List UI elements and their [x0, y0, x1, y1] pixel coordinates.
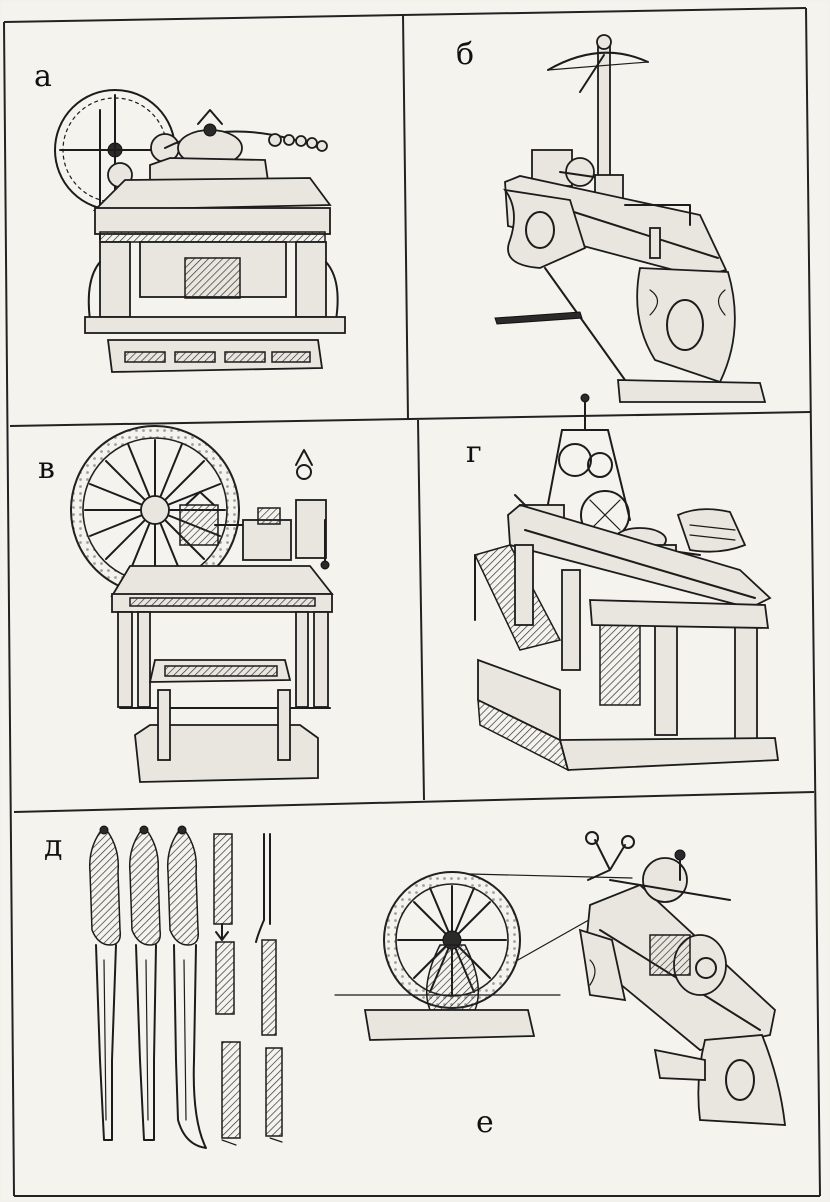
panel-label-d: д — [44, 829, 62, 864]
turning-tools-illustration — [88, 825, 283, 1149]
blade-profile-sections — [213, 833, 283, 1146]
turning-chisel-1 — [88, 825, 122, 1141]
lathe-g-illustration — [473, 393, 780, 772]
turning-gouge-3 — [166, 825, 207, 1149]
panel-e: е — [334, 831, 787, 1140]
panel-label-v: в — [38, 451, 55, 486]
lathe-e-illustration — [334, 831, 787, 1126]
panel-label-a: а — [34, 59, 52, 94]
panel-label-g: г — [466, 435, 482, 470]
panel-d: д — [44, 825, 283, 1149]
panel-label-b: б — [456, 37, 474, 72]
lathe-b-illustration — [494, 34, 767, 403]
panel-v: в — [38, 425, 334, 783]
turning-chisel-2 — [128, 825, 162, 1141]
spindle-beads — [268, 133, 328, 152]
panel-grid — [3, 7, 821, 1197]
panel-b: б — [456, 34, 767, 403]
panel-a: а — [34, 59, 346, 373]
panel-g: г — [466, 393, 780, 772]
panel-label-e: е — [476, 1105, 494, 1140]
lathe-a-illustration — [54, 89, 346, 373]
lathe-v-illustration — [70, 425, 334, 783]
